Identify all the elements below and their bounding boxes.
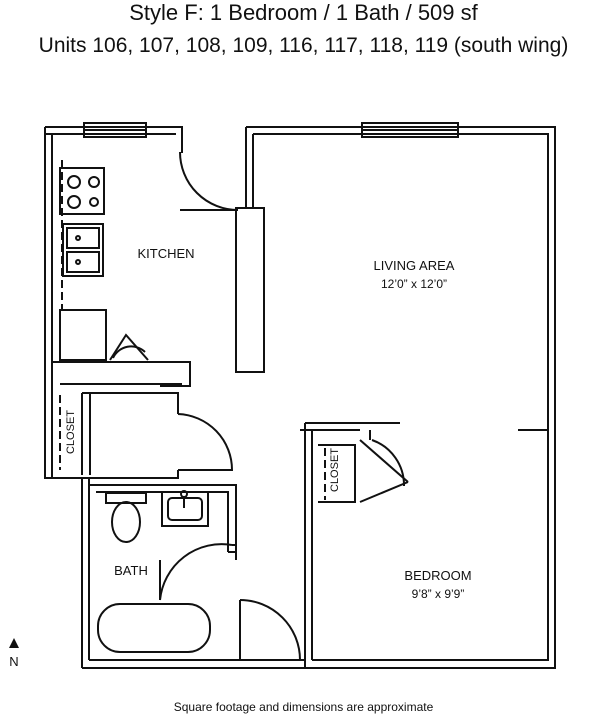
closet-2-label: CLOSET xyxy=(329,448,341,492)
fridge-icon xyxy=(59,309,107,361)
approximation-note: Square footage and dimensions are approx… xyxy=(173,700,434,714)
north-arrow-icon xyxy=(9,638,19,648)
entry-door-swing xyxy=(179,151,239,211)
bath-door-swing xyxy=(159,543,233,601)
window-living xyxy=(361,122,459,138)
living-area-label: LIVING AREA xyxy=(374,258,455,273)
stove-icon xyxy=(59,167,105,215)
bathtub-icon xyxy=(97,603,211,653)
bedroom-dimensions: 9’8” x 9’9” xyxy=(412,587,465,601)
plan-units: Units 106, 107, 108, 109, 116, 117, 118,… xyxy=(38,34,569,57)
living-area-dimensions: 12’0” x 12’0” xyxy=(381,277,447,291)
closet-2 xyxy=(318,439,409,503)
bath-label: BATH xyxy=(114,563,148,578)
kitchen-sink-icon xyxy=(62,223,104,277)
kitchen-label: KITCHEN xyxy=(137,246,194,261)
closet-1-label: CLOSET xyxy=(65,410,77,454)
exterior-walls xyxy=(44,126,556,669)
plan-title: Style F: 1 Bedroom / 1 Bath / 509 sf xyxy=(129,0,478,25)
toilet-icon xyxy=(105,492,147,543)
bath-sink-icon xyxy=(161,490,209,527)
closet-1-door-swing xyxy=(177,413,234,471)
partition-wall xyxy=(235,207,265,373)
bedroom-label: BEDROOM xyxy=(404,568,471,583)
fridge-door-swing xyxy=(109,333,149,361)
closet-1 xyxy=(59,392,234,479)
north-label: N xyxy=(9,654,18,669)
bedroom-hall-door-swing xyxy=(239,599,301,661)
window-kitchen xyxy=(83,122,147,138)
